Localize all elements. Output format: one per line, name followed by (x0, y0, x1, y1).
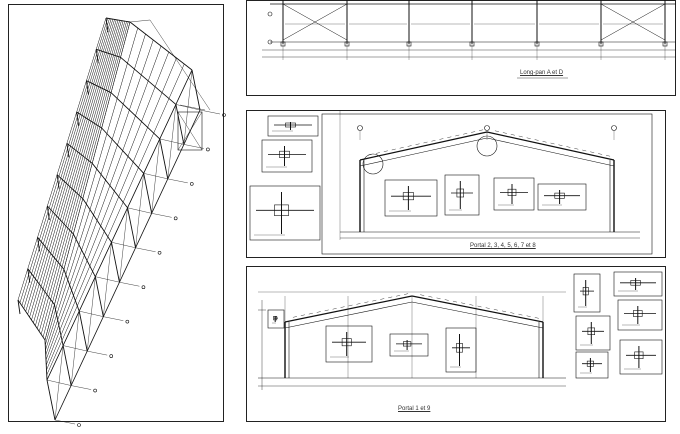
sheet-portal-intermediate (246, 110, 666, 258)
sheet-longitudinal-elevation (246, 0, 676, 96)
caption-portal-end: Portal 1 et 9 (398, 406, 431, 412)
caption-portal-intermediate: Portal 2, 3, 4, 5, 6, 7 et 8 (470, 243, 536, 249)
caption-longitudinal: Long-pan A et D (520, 70, 564, 76)
